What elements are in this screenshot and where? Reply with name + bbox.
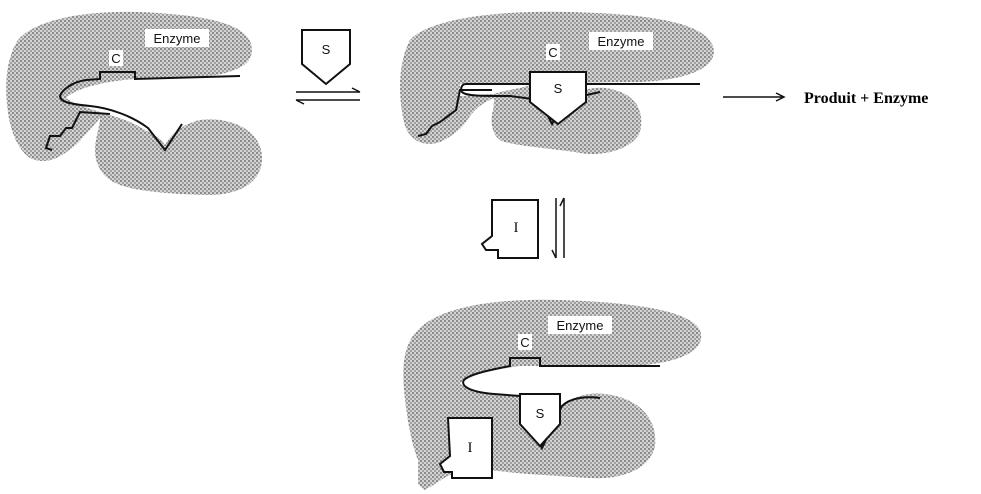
enzyme-free-body <box>6 11 262 196</box>
product-label: Produit + Enzyme <box>804 90 928 107</box>
equilibrium-arrow-vertical <box>551 197 565 259</box>
enzyme-complex-notch <box>417 89 492 137</box>
enzyme-label-bg-3 <box>548 316 612 334</box>
enzyme-label-1: Enzyme <box>154 31 201 46</box>
enzyme-label-bg-1 <box>145 29 209 47</box>
equilibrium-arrow-horizontal <box>295 87 361 105</box>
enzyme-label-bg-2 <box>589 32 653 50</box>
inhibitor-label-2: I <box>468 440 473 456</box>
product-arrow <box>723 92 786 102</box>
enzyme-free-outline <box>58 71 241 152</box>
enzyme-substrate-complex: S C Enzyme <box>400 11 714 154</box>
enzyme-label-2: Enzyme <box>598 34 645 49</box>
site-label-bg-2 <box>546 44 560 60</box>
enzyme-complex-outline <box>460 79 700 127</box>
substrate-label-1: S <box>322 42 331 57</box>
site-label-bg-1 <box>109 50 123 66</box>
site-label-bg-3 <box>518 334 532 350</box>
inhibitor-free: I <box>480 199 539 259</box>
enzyme-free-notch <box>44 110 111 151</box>
substrate-free-shape <box>301 29 351 86</box>
enzyme-free: C Enzyme <box>6 11 262 196</box>
substrate-bound-shape-2 <box>519 393 561 448</box>
substrate-label-2: S <box>554 81 563 96</box>
enzyme-esi-outline <box>462 357 660 451</box>
substrate-label-3: S <box>536 406 545 421</box>
inhibitor-label-1: I <box>514 220 519 236</box>
site-label-1: C <box>111 51 120 66</box>
substrate-bound-shape <box>529 71 587 126</box>
enzyme-substrate-inhibitor-complex: S I C Enzyme <box>403 299 702 490</box>
site-label-3: C <box>520 335 529 350</box>
site-label-2: C <box>548 45 557 60</box>
substrate-free: S <box>301 29 351 86</box>
enzyme-label-3: Enzyme <box>557 318 604 333</box>
inhibitor-bound-shape <box>438 417 493 479</box>
inhibitor-free-shape <box>480 199 539 259</box>
